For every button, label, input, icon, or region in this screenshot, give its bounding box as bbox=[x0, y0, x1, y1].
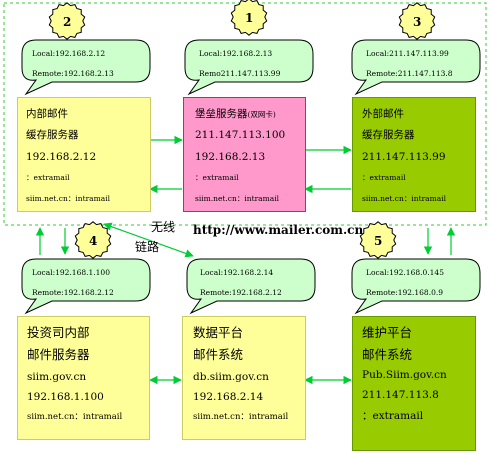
site-url: http://www.mailer.com.cn bbox=[193, 223, 364, 237]
node-5-bubble-line-1: Local:192.168.0.145 bbox=[366, 268, 444, 277]
node-2-bubble-line-2: Remote:192.168.2.13 bbox=[32, 69, 114, 78]
node-4-domain: siim.gov.cn bbox=[27, 371, 87, 383]
node-6-bubble-line-1: Local:192.168.2.14 bbox=[200, 268, 274, 277]
node-1-bubble bbox=[184, 39, 314, 96]
node-3-title-1: 外部邮件 bbox=[362, 108, 404, 120]
node-5-ip: 211.147.113.8 bbox=[362, 389, 439, 401]
node-4-title-1: 投资司内部 bbox=[27, 325, 90, 340]
wireless-link-arrow bbox=[103, 222, 194, 258]
node-5-bubble-line-2: Remote:192.168.0.9 bbox=[366, 288, 444, 297]
node-6-bubble-line-2: Remote:192.168.2.12 bbox=[200, 288, 282, 297]
node-3-ip: 211.147.113.99 bbox=[362, 151, 446, 163]
node-5-extramail: ：extramail bbox=[362, 410, 424, 422]
node-5-domain: Pub.Siim.gov.cn bbox=[362, 369, 447, 381]
node-6-box bbox=[182, 316, 306, 440]
badge-4 bbox=[74, 221, 112, 259]
node-1-box bbox=[183, 97, 306, 212]
badge-1 bbox=[230, 0, 268, 36]
node-2-bubble-line-1: Local:192.168.2.12 bbox=[32, 49, 106, 58]
wireless-label-2: 链路 bbox=[135, 240, 160, 254]
node-6-domain: db.siim.gov.cn bbox=[193, 371, 269, 383]
node-6-title-1: 数据平台 bbox=[193, 325, 244, 340]
node-6-bubble bbox=[186, 258, 316, 315]
node-6-intramail: siim.net.cn：intramail bbox=[193, 412, 289, 422]
badge-5-label: 5 bbox=[374, 234, 383, 248]
node-1-title: 堡垒服务器(双网卡) bbox=[195, 109, 276, 120]
node-4-box bbox=[17, 316, 150, 440]
node-1-bubble-line-1: Local:192.168.2.13 bbox=[199, 49, 273, 58]
badge-3-label: 3 bbox=[413, 15, 422, 29]
node-3-extramail: ：extramail bbox=[362, 173, 406, 182]
node-2-box bbox=[17, 97, 151, 212]
node-3-bubble-line-2: Remote:211.147.113.8 bbox=[366, 69, 453, 78]
node-1-bubble-line-2: Remo211.147.113.99 bbox=[199, 69, 281, 78]
badge-4-label: 4 bbox=[89, 234, 98, 248]
node-1-extramail: ：extramail bbox=[195, 173, 239, 182]
node-2-bubble bbox=[21, 39, 151, 96]
node-1-title-suffix: (双网卡) bbox=[247, 110, 276, 119]
node-2-title-2: 缓存服务器 bbox=[26, 129, 79, 141]
node-3-title-2: 缓存服务器 bbox=[362, 129, 415, 141]
node-5-title-2: 邮件系统 bbox=[362, 347, 413, 362]
node-3-bubble-line-1: Local:211.147.113.99 bbox=[366, 49, 449, 58]
node-1-title-text: 堡垒服务器 bbox=[195, 108, 248, 120]
node-5-box bbox=[352, 316, 476, 451]
node-1-ip-inner: 192.168.2.13 bbox=[195, 151, 266, 163]
node-3-intramail: siim.net.cn：intramail bbox=[362, 194, 447, 203]
node-2-extramail: ：extramail bbox=[26, 173, 70, 182]
node-1-intramail: siim.net.cn：intramail bbox=[195, 194, 280, 203]
node-1-ip-outer: 211.147.113.100 bbox=[195, 129, 286, 141]
node-5-bubble bbox=[351, 258, 481, 315]
node-6-title-2: 邮件系统 bbox=[193, 347, 244, 362]
badge-3 bbox=[398, 2, 436, 40]
node-3-box bbox=[352, 97, 476, 212]
node-4-title-2: 邮件服务器 bbox=[27, 347, 90, 362]
node-3-bubble bbox=[351, 39, 481, 96]
node-4-bubble bbox=[21, 258, 151, 315]
node-4-bubble-line-1: Local:192.168.1.100 bbox=[32, 268, 110, 277]
badge-1-label: 1 bbox=[245, 11, 254, 25]
wireless-label-1: 无线 bbox=[151, 220, 176, 234]
node-5-title-1: 维护平台 bbox=[362, 325, 413, 340]
node-2-intramail: siim.net.cn：intramail bbox=[26, 194, 111, 203]
badge-2-label: 2 bbox=[63, 15, 72, 29]
badge-2 bbox=[48, 2, 86, 40]
node-2-title-1: 内部邮件 bbox=[26, 108, 68, 120]
node-4-bubble-line-2: Remote:192.168.2.12 bbox=[32, 288, 114, 297]
node-4-ip: 192.168.1.100 bbox=[27, 391, 104, 403]
node-6-ip: 192.168.2.14 bbox=[193, 391, 264, 403]
node-4-intramail: siim.net.cn：intramail bbox=[27, 412, 123, 422]
node-2-ip: 192.168.2.12 bbox=[26, 151, 97, 163]
badge-5 bbox=[359, 221, 397, 259]
